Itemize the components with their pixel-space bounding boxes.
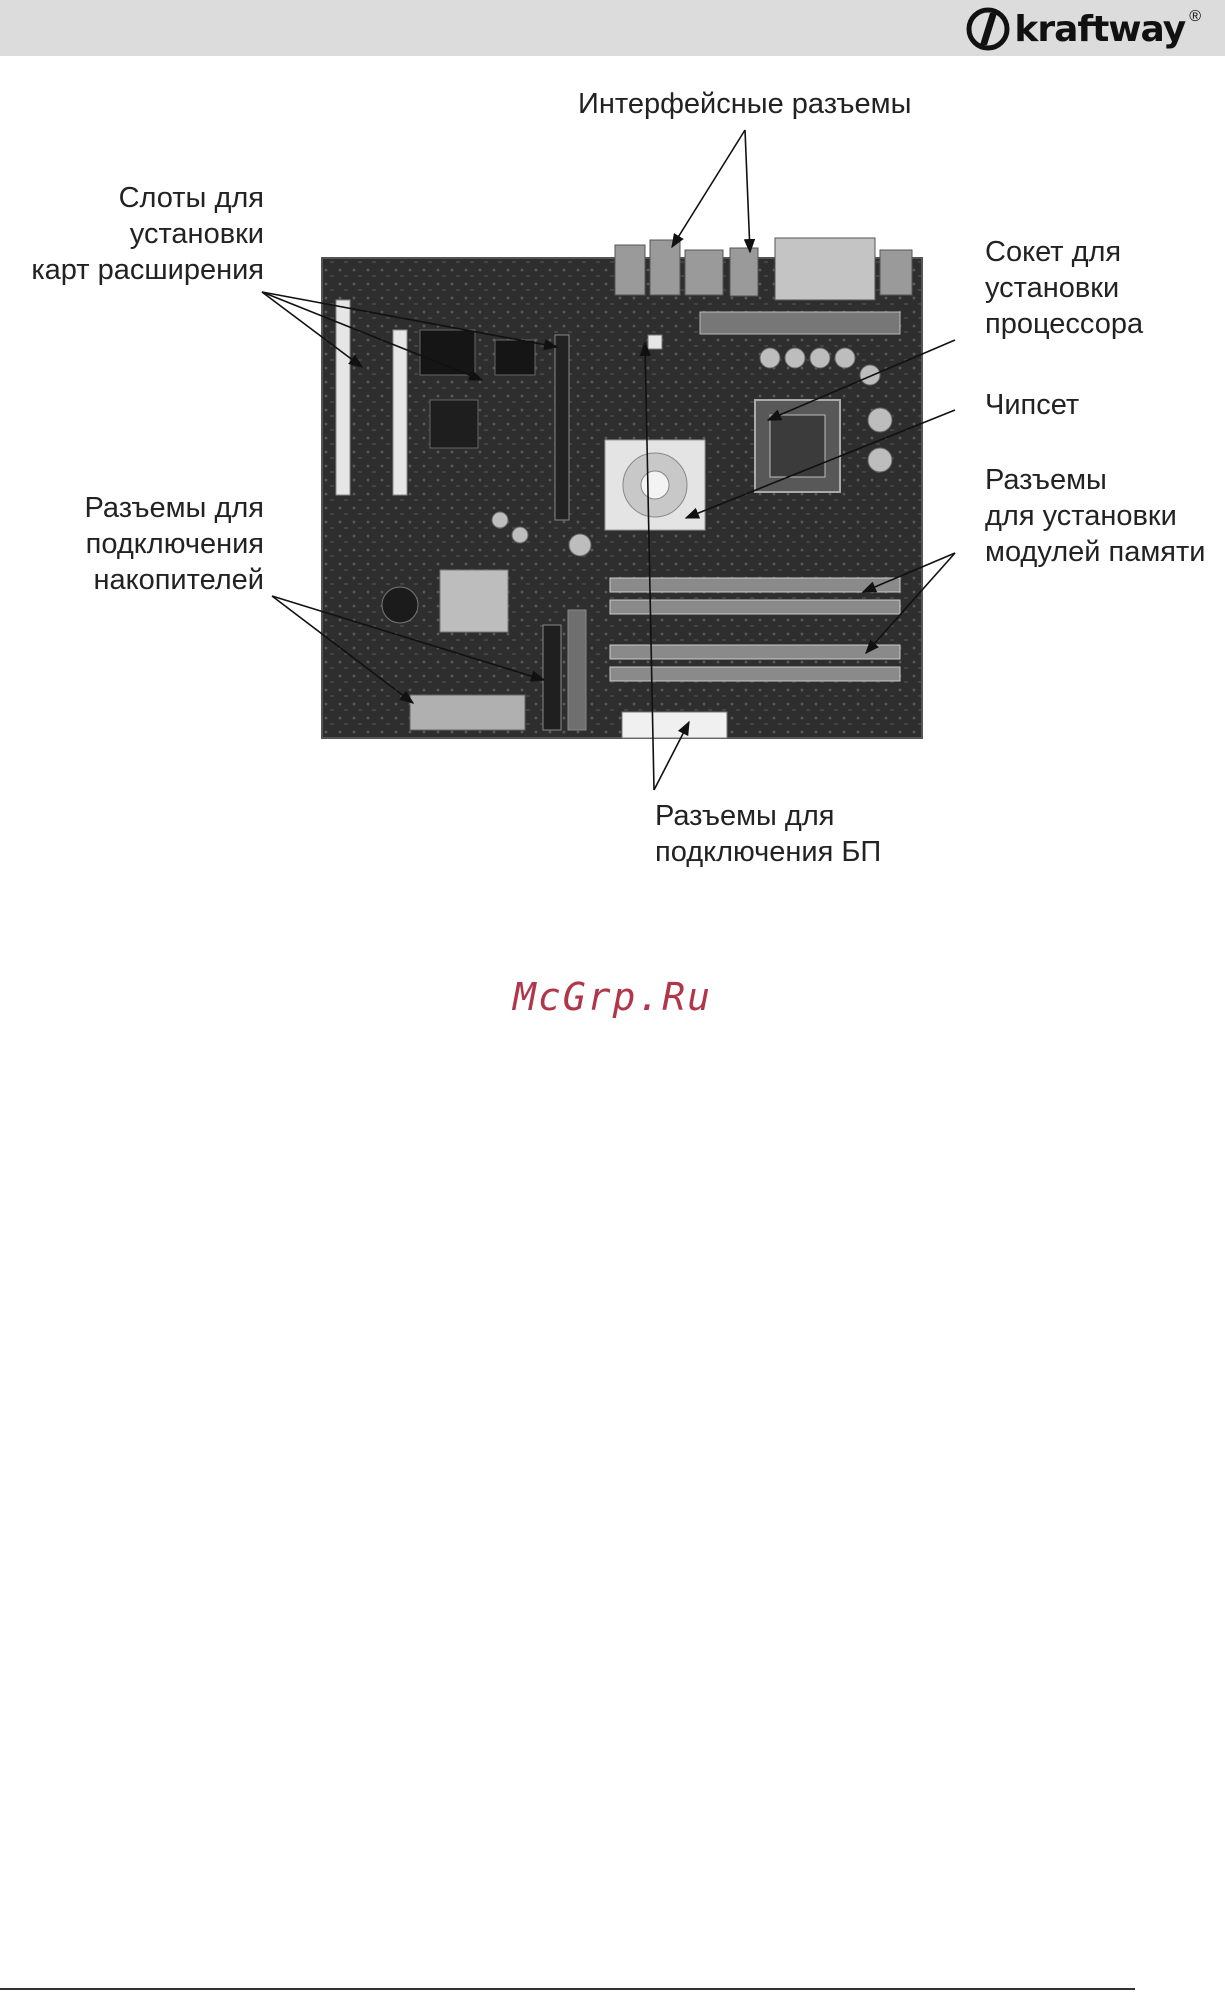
label-line: Разъемы для bbox=[0, 490, 264, 526]
southbridge-heatsink bbox=[440, 570, 508, 632]
label-line: Интерфейсные разъемы bbox=[578, 86, 911, 122]
label-line: процессора bbox=[985, 306, 1143, 342]
label-expansion-slots: Слоты для установки карт расширения bbox=[0, 180, 264, 288]
watermark: McGrp.Ru bbox=[0, 975, 1225, 1019]
top-connector bbox=[700, 312, 900, 334]
label-line: подключения bbox=[0, 526, 264, 562]
atx-power-connector bbox=[622, 712, 727, 738]
label-line: Разъемы для bbox=[655, 798, 881, 834]
label-cpu-socket: Сокет для установки процессора bbox=[985, 234, 1143, 342]
aux-power-connector bbox=[648, 335, 662, 349]
label-line: Слоты для bbox=[0, 180, 264, 216]
label-storage-connectors: Разъемы для подключения накопителей bbox=[0, 490, 264, 598]
footer-divider bbox=[0, 1988, 1135, 1990]
chip-3 bbox=[430, 400, 478, 448]
label-line: Сокет для bbox=[985, 234, 1143, 270]
label-line: карт расширения bbox=[0, 252, 264, 288]
label-line: для установки bbox=[985, 498, 1205, 534]
label-line: установки bbox=[0, 216, 264, 252]
chip-2 bbox=[495, 340, 535, 375]
label-memory-slots: Разъемы для установки модулей памяти bbox=[985, 462, 1205, 570]
label-line: подключения БП bbox=[655, 834, 881, 870]
battery bbox=[382, 587, 418, 623]
cpu-socket bbox=[755, 400, 840, 492]
label-chipset: Чипсет bbox=[985, 387, 1079, 423]
chip-1 bbox=[420, 330, 475, 375]
label-line: Разъемы bbox=[985, 462, 1205, 498]
label-line: модулей памяти bbox=[985, 534, 1205, 570]
label-line: Чипсет bbox=[985, 387, 1079, 423]
label-line: накопителей bbox=[0, 562, 264, 598]
label-line: установки bbox=[985, 270, 1143, 306]
label-psu-connectors: Разъемы для подключения БП bbox=[655, 798, 881, 870]
label-interface-connectors: Интерфейсные разъемы bbox=[578, 86, 911, 122]
motherboard-figure bbox=[0, 0, 1225, 900]
